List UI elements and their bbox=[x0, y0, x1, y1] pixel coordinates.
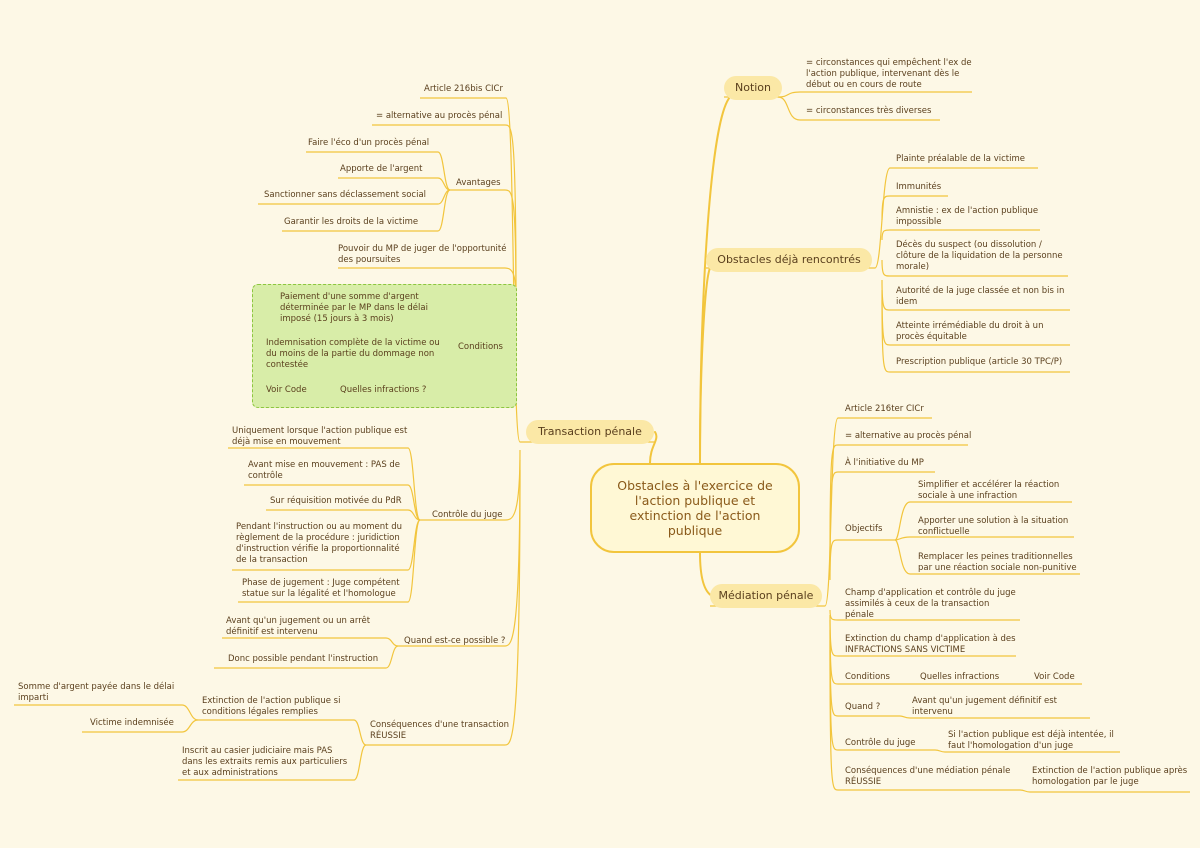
quand-item-2: Donc possible pendant l'instruction bbox=[228, 654, 379, 664]
avantage-item-2: Apporte de l'argent bbox=[340, 164, 423, 174]
transaction-alt: = alternative au procès pénal bbox=[376, 111, 503, 121]
branch-notion[interactable]: Notion bbox=[724, 76, 782, 100]
controle-item-1: Uniquement lorsque l'action publique est… bbox=[232, 426, 408, 447]
controle-item-3: Sur réquisition motivée du PdR bbox=[270, 496, 402, 506]
transaction-article: Article 216bis CICr bbox=[424, 84, 503, 94]
mediation-article: Article 216ter CICr bbox=[845, 404, 924, 414]
transaction-conditions: Conditions bbox=[458, 342, 503, 352]
mediation-quand: Quand ? bbox=[845, 702, 881, 712]
mediation-controle-answer: Si l'action publique est déjà intentée, … bbox=[948, 730, 1114, 751]
transaction-quand: Quand est-ce possible ? bbox=[404, 636, 506, 646]
mediation-quelles: Quelles infractions bbox=[920, 672, 1000, 682]
mediation-controle: Contrôle du juge bbox=[845, 738, 916, 748]
transaction-avantages: Avantages bbox=[456, 178, 501, 188]
branch-transaction[interactable]: Transaction pénale bbox=[526, 420, 654, 444]
transaction-pouvoir: Pouvoir du MP de juger de l'opportunité … bbox=[338, 244, 507, 265]
mediation-consequences-answer: Extinction de l'action publique après ho… bbox=[1032, 766, 1188, 787]
mediation-voir-code: Voir Code bbox=[1034, 672, 1075, 682]
consequence-sub-2: Victime indemnisée bbox=[90, 718, 174, 728]
objectif-item-2: Apporter une solution à la situation con… bbox=[918, 516, 1069, 537]
controle-item-2: Avant mise en mouvement : PAS de contrôl… bbox=[248, 460, 401, 481]
quand-item-1: Avant qu'un jugement ou un arrêt définit… bbox=[226, 616, 371, 637]
mediation-objectifs: Objectifs bbox=[845, 524, 883, 534]
mediation-conditions: Conditions bbox=[845, 672, 890, 682]
transaction-consequences: Conséquences d'une transaction RÉUSSIE bbox=[370, 720, 510, 741]
transaction-controle: Contrôle du juge bbox=[432, 510, 503, 520]
condition-item-1: Paiement d'une somme d'argent déterminée… bbox=[280, 292, 428, 324]
mediation-quand-answer: Avant qu'un jugement définitif est inter… bbox=[912, 696, 1057, 717]
avantage-item-3: Sanctionner sans déclassement social bbox=[264, 190, 427, 200]
obstacle-item-4: Décès du suspect (ou dissolution / clôtu… bbox=[896, 240, 1063, 272]
consequence-sub-1: Somme d'argent payée dans le délai impar… bbox=[18, 682, 175, 703]
condition-quelles: Quelles infractions ? bbox=[340, 385, 427, 395]
objectif-item-3: Remplacer les peines traditionnelles par… bbox=[918, 552, 1077, 573]
mediation-consequences: Conséquences d'une médiation pénale RÉUS… bbox=[845, 766, 1011, 787]
controle-item-4: Pendant l'instruction ou au moment du rè… bbox=[236, 522, 402, 565]
avantage-item-1: Faire l'éco d'un procès pénal bbox=[308, 138, 430, 148]
mediation-initiative: À l'initiative du MP bbox=[845, 458, 924, 468]
consequence-extinction: Extinction de l'action publique si condi… bbox=[202, 696, 341, 717]
controle-item-5: Phase de jugement : Juge compétent statu… bbox=[242, 578, 400, 599]
condition-item-2: Indemnisation complète de la victime ou … bbox=[266, 338, 440, 370]
obstacle-item-7: Prescription publique (article 30 TPC/P) bbox=[896, 357, 1063, 367]
obstacle-item-6: Atteinte irrémédiable du droit à un proc… bbox=[896, 321, 1044, 342]
conditions-highlight-box bbox=[252, 284, 517, 408]
central-topic[interactable]: Obstacles à l'exercice de l'action publi… bbox=[590, 463, 800, 553]
obstacle-item-1: Plainte préalable de la victime bbox=[896, 154, 1025, 164]
obstacle-item-5: Autorité de la juge classée et non bis i… bbox=[896, 286, 1065, 307]
avantage-item-4: Garantir les droits de la victime bbox=[284, 217, 419, 227]
mediation-champ: Champ d'application et contrôle du juge … bbox=[845, 588, 1016, 620]
notion-item-2: = circonstances très diverses bbox=[806, 106, 932, 116]
branch-mediation[interactable]: Médiation pénale bbox=[710, 584, 822, 608]
obstacle-item-2: Immunités bbox=[896, 182, 942, 192]
mediation-extinction: Extinction du champ d'application à des … bbox=[845, 634, 1016, 655]
consequence-inscrit: Inscrit au casier judiciaire mais PAS da… bbox=[182, 746, 348, 778]
objectif-item-1: Simplifier et accélérer la réaction soci… bbox=[918, 480, 1060, 501]
obstacle-item-3: Amnistie : ex de l'action publique impos… bbox=[896, 206, 1039, 227]
notion-item-1: = circonstances qui empêchent l'ex de l'… bbox=[806, 58, 972, 90]
condition-voir-code: Voir Code bbox=[266, 385, 307, 395]
mediation-alt: = alternative au procès pénal bbox=[845, 431, 972, 441]
branch-obstacles[interactable]: Obstacles déjà rencontrés bbox=[706, 248, 872, 272]
